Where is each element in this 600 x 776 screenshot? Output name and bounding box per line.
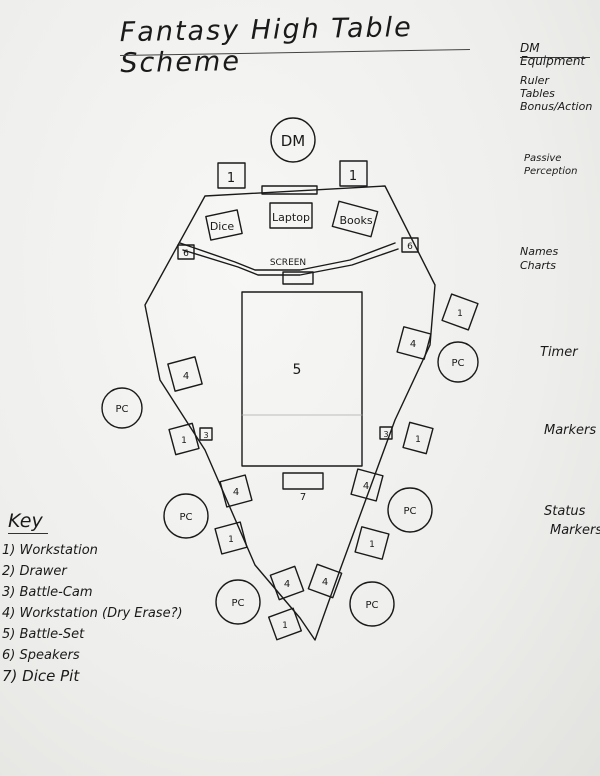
workstation-left-3-number: 4 [284, 579, 290, 590]
pc-seat-right-1 [437, 341, 479, 383]
pc-seat-left-3-label: PC [231, 598, 244, 609]
workstation-right-1-number: 4 [410, 339, 416, 350]
pc-seat-left-1-label: PC [115, 404, 128, 415]
equipment-bonus-action: Bonus/Action [520, 100, 593, 113]
equipment-charts: Charts [520, 259, 556, 272]
drawer-left-3-number: 1 [282, 621, 288, 631]
screen-label: SCREEN [270, 258, 306, 268]
pc-seat-left-2 [163, 493, 209, 539]
equipment-names: Names [520, 245, 559, 258]
camera-right-number: 3 [383, 430, 388, 439]
workstation-right-3 [307, 563, 343, 599]
speaker-right-number: 6 [407, 242, 413, 252]
equipment-timer: Timer [540, 345, 578, 360]
key-item-drawer: 2) Drawer [2, 564, 67, 579]
equipment-ruler: Ruler [520, 74, 549, 87]
drawer-left-1-number: 1 [181, 436, 187, 446]
dm-equipment-underline [520, 57, 590, 58]
table-outline [144, 185, 436, 641]
drawer-right-2-number: 1 [415, 435, 421, 445]
dm-seat [270, 117, 316, 163]
drawer-right-1-number: 1 [457, 309, 463, 319]
drawer-right-3 [354, 526, 390, 560]
workstation-left-3 [269, 565, 305, 601]
pc-seat-right-3 [349, 581, 395, 627]
books-label: Books [339, 214, 372, 227]
workstation-right-2 [350, 468, 384, 502]
pc-seat-left-2-label: PC [179, 512, 192, 523]
equipment-markers: Markers [544, 423, 597, 438]
equipment-status-markers: Markers [550, 523, 600, 538]
workstation-left-1 [167, 356, 203, 392]
workstation-left-2-number: 4 [233, 487, 239, 498]
key-underline [8, 533, 48, 534]
battle-set [241, 291, 363, 467]
workstation-right-3-number: 4 [322, 577, 328, 588]
laptop [269, 202, 313, 229]
pc-seat-right-2-label: PC [403, 506, 416, 517]
speaker-right [401, 237, 419, 253]
drawer-left-3 [267, 607, 303, 641]
dm-label: DM [281, 132, 306, 150]
workstation-right-2-number: 4 [363, 481, 369, 492]
camera-left-number: 3 [203, 431, 208, 440]
pc-seat-right-1-label: PC [451, 358, 464, 369]
battle-set-number: 5 [293, 362, 302, 378]
pc-seat-left-3 [215, 579, 261, 625]
pc-seat-right-2 [387, 487, 433, 533]
drawer-left-2-number: 1 [228, 535, 234, 545]
key-item-speakers: 6) Speakers [2, 648, 80, 663]
drawer-left-2 [214, 521, 248, 555]
dice-pit-number: 7 [300, 492, 306, 503]
dm-workstation-left-number: 1 [227, 171, 235, 186]
key-item-workstation: 1) Workstation [2, 543, 98, 558]
camera-right [379, 426, 393, 440]
key-item-dry-erase-workstation: 4) Workstation (Dry Erase?) [2, 606, 183, 621]
equipment-passive-perception: Passive Perception [524, 153, 578, 177]
key-list: 1) Workstation 2) Drawer 3) Battle-Cam 4… [2, 540, 183, 687]
screen-camera [282, 271, 314, 285]
drawer-right-1 [441, 293, 479, 331]
dice-label: Dice [210, 220, 235, 233]
dm-workstation-left [217, 162, 246, 189]
equipment-status: Status [544, 504, 586, 519]
speaker-left-number: 6 [183, 249, 189, 259]
dice-pit [282, 472, 324, 490]
workstation-left-2 [219, 474, 253, 508]
books-stack [331, 200, 379, 238]
drawer-left-1 [168, 422, 200, 456]
equipment-tables: Tables [520, 87, 555, 100]
dm-workstation-right-number: 1 [349, 169, 357, 184]
speaker-left [177, 244, 195, 260]
key-item-battle-set: 5) Battle-Set [2, 627, 85, 642]
key-item-dice-pit: 7) Dice Pit [2, 667, 80, 685]
laptop-label: Laptop [272, 211, 310, 224]
drawer-right-3-number: 1 [369, 540, 375, 550]
workstation-left-1-number: 4 [183, 371, 189, 382]
screen-divider-inner [182, 248, 399, 276]
pc-seat-right-3-label: PC [365, 600, 378, 611]
camera-left [199, 427, 213, 441]
workstation-right-1 [396, 326, 432, 360]
key-item-battle-cam: 3) Battle-Cam [2, 585, 93, 600]
key-title: Key [8, 510, 43, 532]
dm-workstation-right [339, 160, 368, 187]
drawer-right-2 [402, 421, 434, 455]
screen-divider [179, 242, 396, 271]
dice-tray [205, 209, 243, 241]
pc-seat-left-1 [101, 387, 143, 429]
